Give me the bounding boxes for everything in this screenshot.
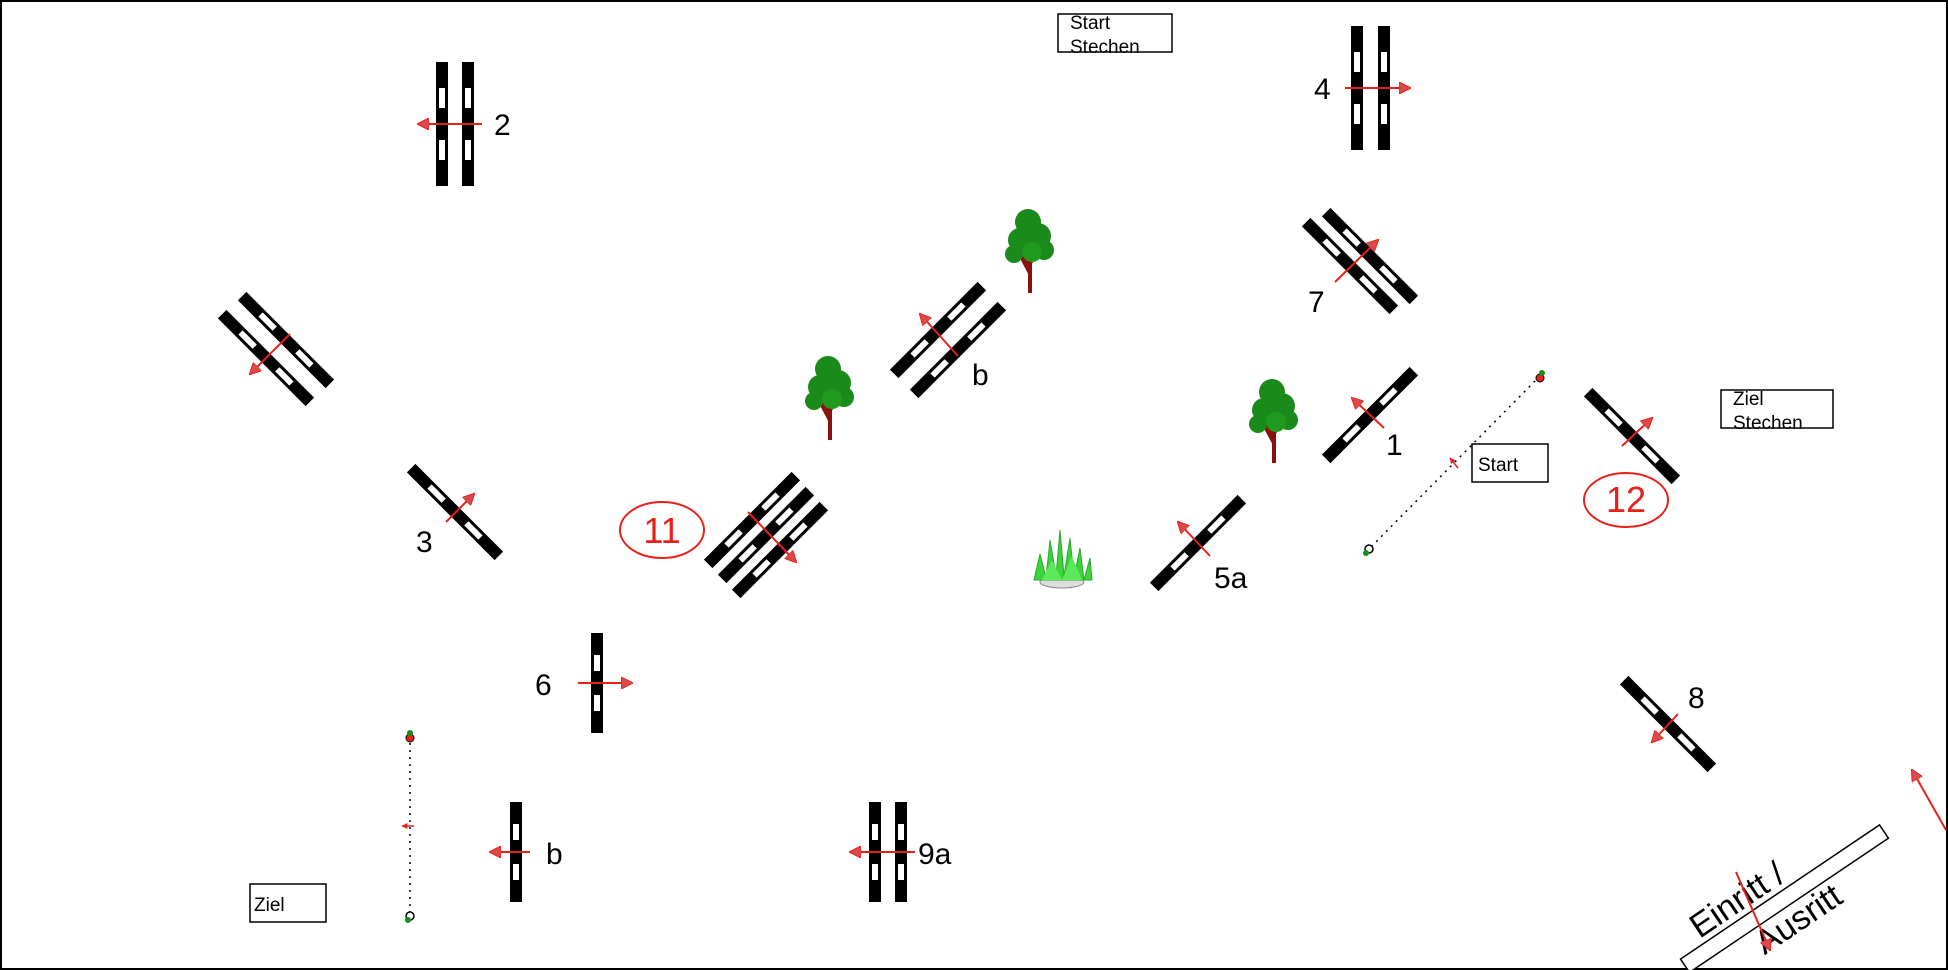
entrance-exit-gate: Einritt / Ausritt <box>1679 770 1947 970</box>
tree-icon <box>1247 377 1300 465</box>
obstacle-b-top: b <box>889 281 1007 399</box>
obstacle-b-bottom-label: b <box>546 838 563 871</box>
obstacle-1-label: 1 <box>1386 429 1403 462</box>
obstacle-4-label: 4 <box>1314 73 1331 106</box>
ziel-stechen-line2: Stechen <box>1733 413 1803 434</box>
start-line <box>1363 370 1545 556</box>
obstacle-left-oxer <box>217 291 335 407</box>
tree-icon <box>1003 207 1056 295</box>
obstacle-8: 8 <box>1619 675 1717 773</box>
obstacle-8-label: 8 <box>1688 682 1705 715</box>
obstacle-1: 1 <box>1321 366 1419 464</box>
start-box: Start <box>1471 443 1549 483</box>
ziel-stechen-box: Ziel Stechen <box>1720 389 1834 434</box>
obstacle-5a-label: 5a <box>1214 562 1248 595</box>
obstacle-11: 11 <box>619 471 829 599</box>
obstacle-4: 4 <box>1314 26 1410 150</box>
obstacle-11-label: 11 <box>643 510 680 551</box>
start-stechen-line1: Start <box>1070 13 1111 34</box>
obstacle-12-label: 12 <box>1606 479 1646 520</box>
finish-line <box>401 730 415 923</box>
start-stechen-box: Start Stechen <box>1057 13 1173 58</box>
obstacle-b-top-label: b <box>972 359 989 392</box>
obstacle-6-label: 6 <box>535 669 552 702</box>
obstacle-7: 7 <box>1301 207 1419 319</box>
obstacle-7-label: 7 <box>1308 286 1325 319</box>
ziel-stechen-line1: Ziel <box>1733 389 1764 410</box>
obstacle-2-label: 2 <box>494 109 511 142</box>
shrub-icon <box>1033 529 1093 589</box>
obstacle-3-label: 3 <box>416 526 433 559</box>
obstacle-6: 6 <box>535 633 632 733</box>
tree-icon <box>803 354 856 442</box>
obstacle-9a-label: 9a <box>918 838 952 871</box>
start-stechen-line2: Stechen <box>1070 37 1140 58</box>
obstacle-3: 3 <box>406 463 504 561</box>
obstacle-b-bottom: b <box>490 802 563 902</box>
obstacle-2: 2 <box>418 62 511 186</box>
obstacle-9a: 9a <box>850 802 952 902</box>
ziel-box: Ziel <box>249 883 327 923</box>
obstacle-12: 12 <box>1583 387 1681 528</box>
ziel-label: Ziel <box>254 895 285 916</box>
start-label: Start <box>1478 455 1519 476</box>
obstacle-5a: 5a <box>1149 494 1248 595</box>
